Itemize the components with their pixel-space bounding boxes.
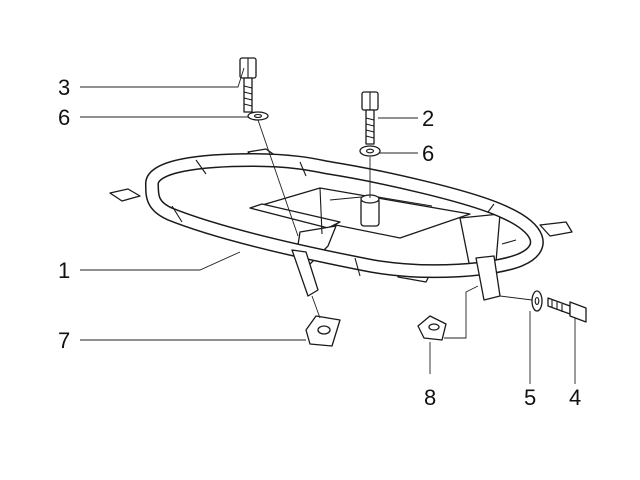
- washer-side: [531, 290, 543, 312]
- mounting-tab-left: [109, 188, 141, 202]
- bolt-short: [361, 91, 379, 145]
- bolt-long: [239, 57, 257, 113]
- callout-1: 1: [58, 258, 70, 283]
- callout-8: 8: [424, 385, 436, 410]
- callout-7: 7: [58, 328, 70, 353]
- callout-6-left: 6: [58, 105, 70, 130]
- mounting-tab-right: [539, 221, 573, 237]
- callout-2: 2: [422, 106, 434, 131]
- callout-3: 3: [58, 75, 70, 100]
- callout-5: 5: [524, 385, 536, 410]
- left-leg: [291, 249, 319, 297]
- callout-4: 4: [569, 385, 581, 410]
- callout-6-right: 6: [422, 141, 434, 166]
- washer-upper-left: [247, 111, 269, 121]
- cross-plate: [249, 203, 341, 229]
- washer-upper-right: [359, 145, 381, 157]
- rack-frame: [109, 148, 573, 301]
- bolt-horizontal: [547, 297, 587, 323]
